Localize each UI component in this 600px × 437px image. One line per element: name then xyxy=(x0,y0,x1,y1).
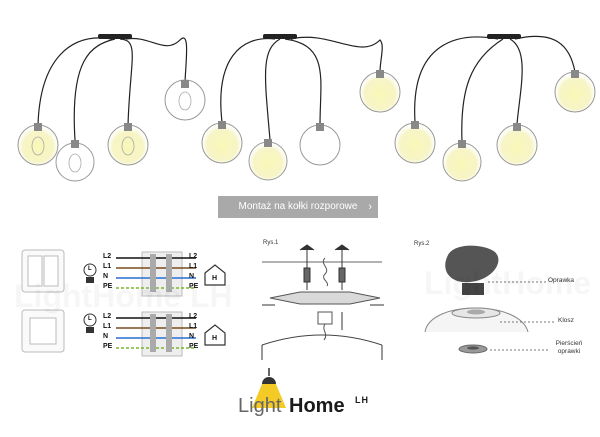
logo-bulb-icon xyxy=(252,368,286,408)
lamp-cables xyxy=(37,37,188,141)
lamp-2 xyxy=(201,34,401,181)
figure-1-title: Rys.1 xyxy=(263,240,279,246)
ceiling-canopy xyxy=(487,34,521,39)
exploded-view-diagram xyxy=(424,245,555,354)
wall-switch-double xyxy=(21,249,65,293)
wire-label-pe: PE xyxy=(103,283,113,290)
wire-label-n-b: N xyxy=(103,333,109,340)
lamp-cables xyxy=(414,35,576,143)
wall-switch-single xyxy=(21,309,65,353)
mounting-diagram xyxy=(261,244,384,360)
wire-label-l2-right: L2 xyxy=(189,253,198,260)
bulb-glass xyxy=(17,79,206,182)
house-letter: H xyxy=(212,275,218,282)
wire-label-l1-b: L1 xyxy=(103,323,112,330)
wire-label-n-right-b: N xyxy=(189,333,195,340)
lamp-3 xyxy=(394,34,596,182)
mounting-info-button[interactable]: Montaż na kołki rozporowe › xyxy=(218,196,378,218)
label-ring: Pierścień oprawki xyxy=(555,340,583,355)
bulb-sockets xyxy=(34,80,189,148)
wire-label-pe-right-b: PE xyxy=(189,343,199,350)
logo-lh-text: LH xyxy=(355,395,369,405)
wire-label-l2-right-b: L2 xyxy=(189,313,198,320)
bulb-letter: L xyxy=(88,266,92,272)
wiring-diagram-1 xyxy=(83,251,226,297)
wire-label-n: N xyxy=(103,273,109,280)
wire-label-pe-right: PE xyxy=(189,283,199,290)
bulb-glass xyxy=(394,71,596,182)
chevron-right-icon: › xyxy=(368,201,372,213)
wire-label-l1-right-b: L1 xyxy=(189,323,198,330)
bulb-glass xyxy=(201,71,401,181)
wire-label-l1: L1 xyxy=(103,263,112,270)
bulb-sockets xyxy=(218,70,384,147)
label-shade: Klosz xyxy=(558,317,574,324)
wire-label-pe-b: PE xyxy=(103,343,113,350)
bulb-sockets xyxy=(411,70,579,148)
wire-label-l2-b: L2 xyxy=(103,313,112,320)
mounting-info-label: Montaż na kołki rozporowe xyxy=(238,201,358,212)
bulb-filaments xyxy=(31,91,192,173)
bulb-letter-b: L xyxy=(88,316,92,322)
logo-light-text: Light xyxy=(238,395,282,417)
wire-label-l1-right: L1 xyxy=(189,263,198,270)
house-letter-b: H xyxy=(212,335,218,342)
lamp-1 xyxy=(17,34,206,182)
logo-home-text: Home xyxy=(289,395,345,417)
ceiling-canopy xyxy=(263,34,297,39)
figure-2-title: Rys.2 xyxy=(414,241,430,247)
lamp-cables xyxy=(220,36,383,141)
label-holder: Oprawka xyxy=(548,277,575,284)
wiring-diagram-2 xyxy=(83,311,226,357)
wire-label-n-right: N xyxy=(189,273,195,280)
brand-logo: Light Home LH xyxy=(238,395,388,425)
wire-label-l2: L2 xyxy=(103,253,112,260)
